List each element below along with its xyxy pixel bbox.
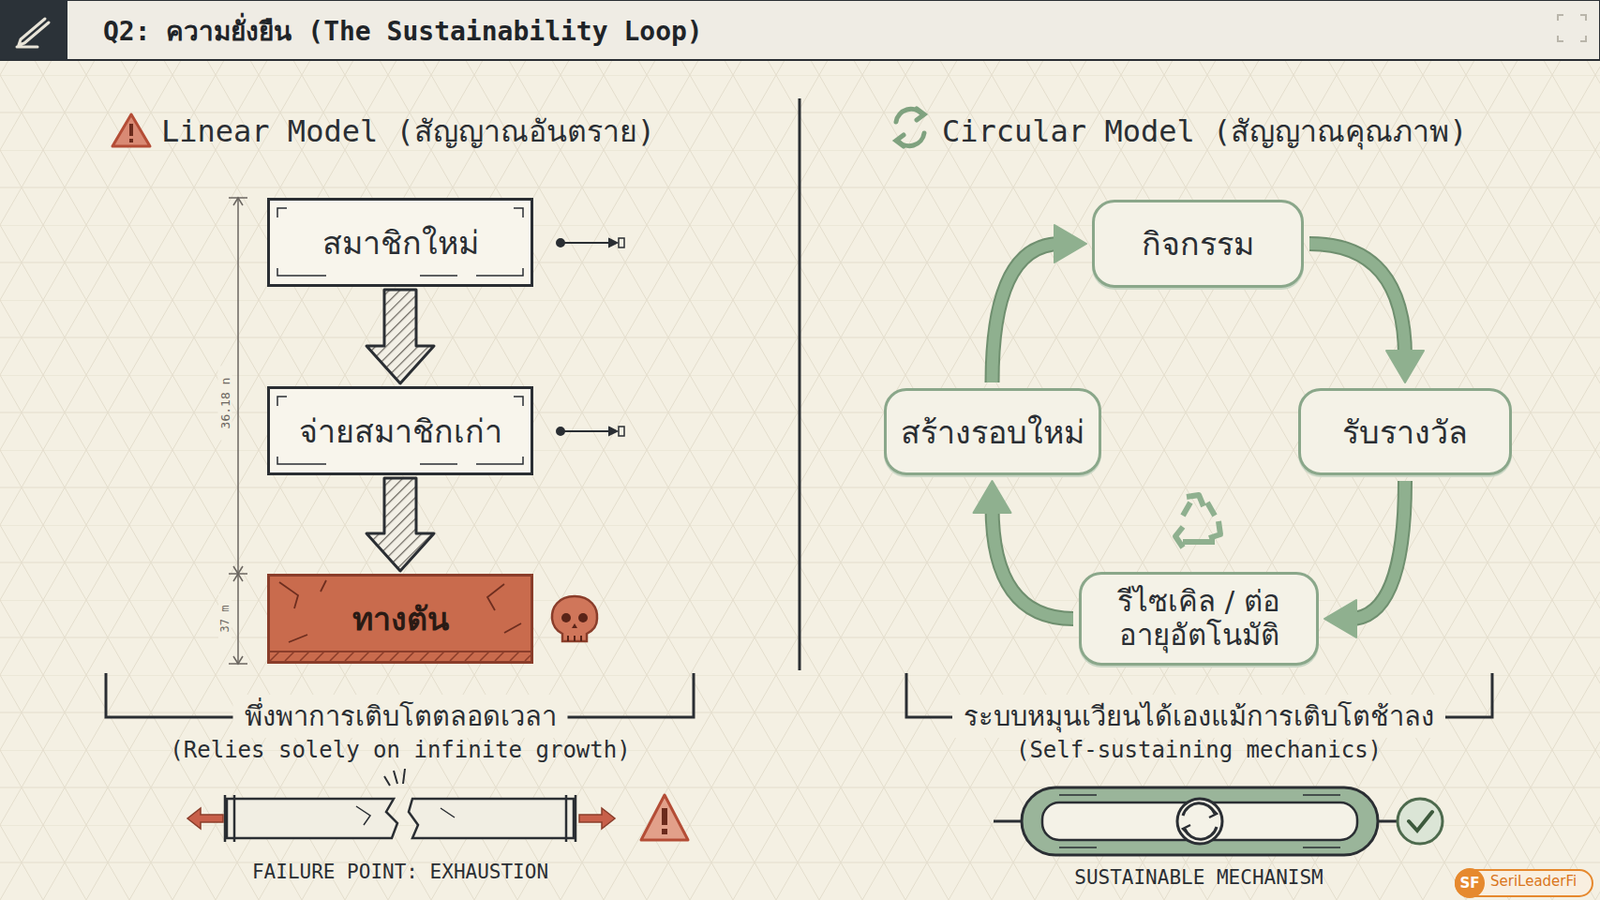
caption-text: พึ่งพาการเติบโตตลอดเวลา: [233, 694, 569, 738]
node-text: สมาชิกใหม่: [322, 217, 479, 269]
node-text: รีไซเคิล / ต่ออายุอัตโนมัติ: [1095, 584, 1302, 652]
skull-icon: [552, 596, 598, 642]
cycle-arrow: [992, 224, 1088, 383]
cycle-arrow: [1309, 243, 1424, 383]
caption-subtext: (Relies solely on infinite growth): [169, 736, 630, 763]
caption-subtext: (Self-sustaining mechanics): [1016, 736, 1382, 763]
warning-icon: [112, 114, 150, 147]
dead-end-box: ทางตัน: [267, 573, 534, 664]
cycle-box: สร้างรอบใหม่: [883, 388, 1102, 476]
process-box: จ่ายสมาชิกเก่า: [267, 386, 534, 476]
watermark: SeriLeaderFi: [1490, 872, 1577, 890]
cycle-box: รีไซเคิล / ต่ออายุอัตโนมัติ: [1078, 571, 1319, 666]
refresh-icon: [896, 108, 925, 147]
caption-text: ระบบหมุนเวียนได้เองแม้การเติบโตช้าลง: [952, 694, 1446, 738]
leader-arrow: [556, 238, 625, 436]
panel-heading: Circular Model (สัญญาณคุณภาพ): [942, 106, 1468, 155]
corner-mark: [1557, 14, 1586, 42]
pen-icon: [16, 18, 49, 47]
divider: [798, 98, 802, 671]
dimension-text: 36.18 n: [218, 366, 233, 441]
dimension-text: 37 m: [218, 594, 232, 644]
node-text: สร้างรอบใหม่: [900, 406, 1085, 458]
block-arrow: [366, 289, 434, 384]
warning-icon: [641, 794, 688, 840]
broken-pipe: [224, 768, 576, 842]
pipe-arrow: [187, 807, 615, 829]
title-icon-box: [0, 0, 68, 60]
title: Q2: ความยั่งยืน (The Sustainability Loop…: [103, 10, 703, 52]
check-icon: [1397, 798, 1443, 844]
cycle-arrow: [973, 480, 1075, 619]
panel-heading: Linear Model (สัญญาณอันตราย): [161, 106, 656, 155]
failure-label: FAILURE POINT: EXHAUSTION: [252, 860, 549, 883]
node-text: รับรางวัล: [1342, 406, 1468, 458]
mechanism-pill: [993, 787, 1406, 855]
watermark-logo: SF: [1459, 874, 1480, 892]
cycle-arrow: [1324, 480, 1406, 638]
node-text: ทางตัน: [352, 593, 449, 644]
cycle-box: รับรางวัล: [1298, 388, 1512, 476]
recycle-icon: [1175, 494, 1221, 548]
watermark-badge: [1454, 867, 1593, 898]
node-text: กิจกรรม: [1141, 218, 1255, 270]
mechanism-label: SUSTAINABLE MECHANISM: [1074, 866, 1324, 889]
title-bar: [0, 0, 1600, 60]
cycle-box: กิจกรรม: [1091, 199, 1304, 288]
process-box: สมาชิกใหม่: [267, 197, 534, 287]
block-arrow: [366, 478, 434, 571]
node-text: จ่ายสมาชิกเก่า: [299, 405, 503, 457]
